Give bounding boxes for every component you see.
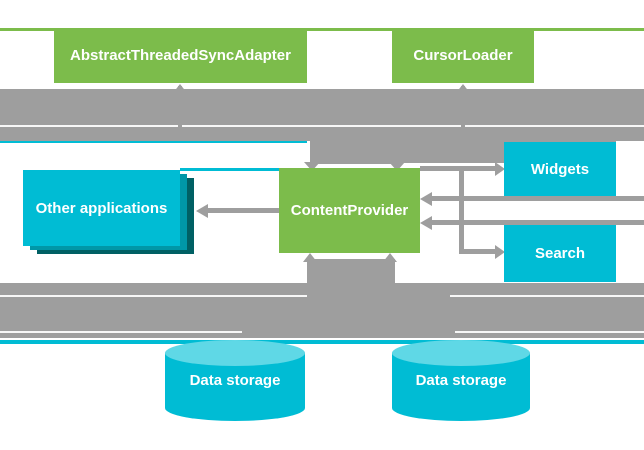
green-rail-top bbox=[0, 28, 644, 31]
arrow-up-into-provider-right-icon bbox=[383, 253, 397, 262]
cylinder-left-top bbox=[165, 340, 305, 366]
pipe-band-lower-separator-2-right bbox=[455, 331, 644, 333]
connector-search-to-provider bbox=[431, 220, 644, 225]
node-search-label: Search bbox=[534, 245, 586, 262]
pipe-band-upper-a bbox=[0, 89, 644, 125]
cyan-rail-other-apps-to-provider bbox=[180, 168, 279, 171]
pipe-band-upper-b bbox=[0, 127, 644, 141]
column-provider-to-band bbox=[307, 259, 395, 285]
arrow-down-into-provider-left-icon bbox=[304, 162, 320, 171]
arrow-right-into-widgets-icon bbox=[495, 162, 505, 176]
arrow-left-into-other-apps-icon bbox=[196, 204, 208, 218]
cylinder-right-label: Data storage bbox=[415, 372, 507, 389]
arrow-down-into-provider-right-icon bbox=[389, 162, 405, 171]
node-cursor-loader: CursorLoader bbox=[392, 28, 534, 83]
connector-provider-to-other-apps bbox=[207, 208, 279, 213]
arrow-right-into-search-icon bbox=[495, 245, 505, 259]
pipe-band-lower bbox=[0, 283, 644, 338]
connector-provider-to-search bbox=[461, 249, 498, 254]
pipe-band-upper-separator bbox=[0, 125, 644, 127]
node-content-provider-label: ContentProvider bbox=[290, 202, 409, 219]
pipe-band-lower-separator-1-left bbox=[0, 295, 307, 297]
cylinder-data-storage-right: Data storage bbox=[392, 340, 530, 421]
connector-widgets-to-provider bbox=[431, 196, 644, 201]
node-cursor-loader-label: CursorLoader bbox=[413, 47, 513, 64]
node-sync-adapter: AbstractThreadedSyncAdapter bbox=[54, 28, 307, 83]
node-sync-adapter-label: AbstractThreadedSyncAdapter bbox=[70, 47, 291, 64]
pipe-band-lower-separator-1-right bbox=[450, 295, 644, 297]
arrow-up-into-sync-adapter-icon bbox=[173, 84, 187, 93]
node-other-applications: Other applications bbox=[23, 170, 180, 246]
pipe-band-lower-separator-2-left bbox=[0, 331, 242, 333]
arrow-left-into-provider-lower-icon bbox=[420, 216, 432, 230]
stub-line-sync-adapter bbox=[178, 86, 182, 141]
arrow-left-into-provider-upper-icon bbox=[420, 192, 432, 206]
node-content-provider: ContentProvider bbox=[279, 168, 420, 253]
node-widgets-label: Widgets bbox=[530, 160, 590, 178]
cyan-rail-bottom bbox=[0, 340, 644, 344]
cyan-rail-left bbox=[0, 140, 307, 143]
cylinder-left-label: Data storage bbox=[189, 372, 281, 389]
cylinder-right-top bbox=[392, 340, 530, 366]
column-band-to-provider bbox=[310, 141, 400, 164]
node-widgets: Widgets bbox=[504, 142, 616, 196]
arrow-up-into-cursor-loader-icon bbox=[456, 84, 470, 93]
node-search: Search bbox=[504, 225, 616, 282]
node-other-applications-label: Other applications bbox=[35, 199, 168, 217]
cylinder-data-storage-left: Data storage bbox=[165, 340, 305, 421]
stub-line-cursor-loader bbox=[461, 86, 465, 141]
arrow-up-into-provider-left-icon bbox=[303, 253, 317, 262]
connector-vertical-right bbox=[459, 166, 464, 254]
